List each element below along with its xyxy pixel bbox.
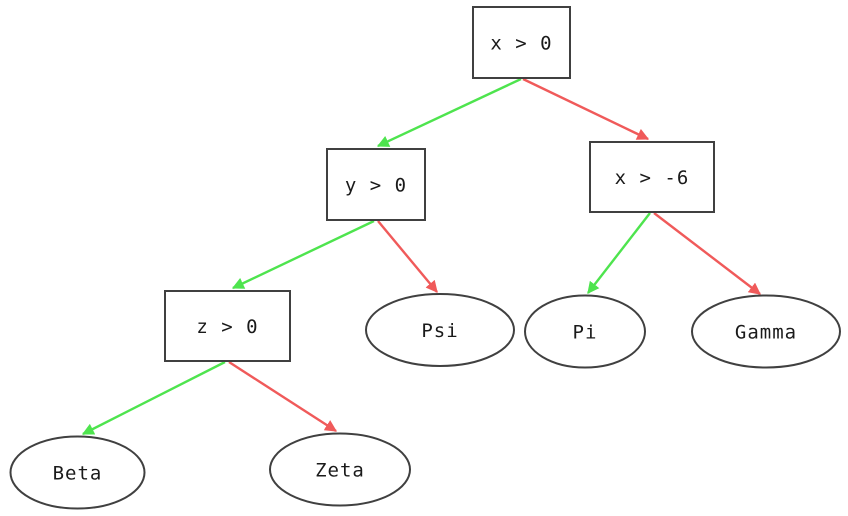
node-pi-ellipse[interactable]: [524, 294, 646, 369]
node-beta[interactable]: Beta: [9, 435, 146, 510]
node-root-label: x > 0: [490, 33, 552, 55]
edge-z-true: [81, 360, 226, 436]
node-zeta-label: Zeta: [315, 460, 365, 482]
edge-y-false: [377, 220, 438, 293]
edges-layer: [81, 77, 761, 436]
node-gamma[interactable]: Gamma: [691, 294, 841, 369]
node-beta-label: Beta: [53, 463, 103, 485]
nodes-layer: x > 0 y > 0 x > -6 z > 0 Psi: [9, 6, 841, 510]
node-root-box[interactable]: [472, 6, 571, 79]
node-z-gt-0[interactable]: z > 0: [164, 290, 291, 362]
node-beta-ellipse[interactable]: [9, 435, 146, 510]
edge-z-false: [228, 360, 338, 433]
node-root[interactable]: x > 0: [472, 6, 571, 79]
edge-x6-false: [653, 212, 761, 295]
node-x-gt-minus-6-box[interactable]: [589, 141, 715, 213]
node-z-gt-0-box[interactable]: [164, 290, 291, 362]
node-y-gt-0-box[interactable]: [326, 148, 426, 221]
node-y-gt-0[interactable]: y > 0: [326, 148, 426, 221]
edge-root-false: [522, 77, 650, 141]
node-y-gt-0-label: y > 0: [345, 175, 407, 197]
node-x-gt-minus-6[interactable]: x > -6: [589, 141, 715, 213]
node-psi-ellipse[interactable]: [365, 293, 515, 367]
node-pi[interactable]: Pi: [524, 294, 646, 369]
node-psi-label: Psi: [421, 320, 458, 342]
edge-y-true: [231, 219, 375, 290]
node-x-gt-minus-6-label: x > -6: [615, 167, 690, 189]
node-psi[interactable]: Psi: [365, 293, 515, 367]
edge-x6-true: [587, 212, 651, 294]
edge-root-true: [376, 77, 522, 148]
node-pi-label: Pi: [573, 322, 598, 344]
node-zeta[interactable]: Zeta: [269, 432, 411, 507]
node-z-gt-0-label: z > 0: [196, 316, 258, 338]
node-zeta-ellipse[interactable]: [269, 432, 411, 507]
node-gamma-label: Gamma: [735, 322, 797, 344]
node-gamma-ellipse[interactable]: [691, 294, 841, 369]
